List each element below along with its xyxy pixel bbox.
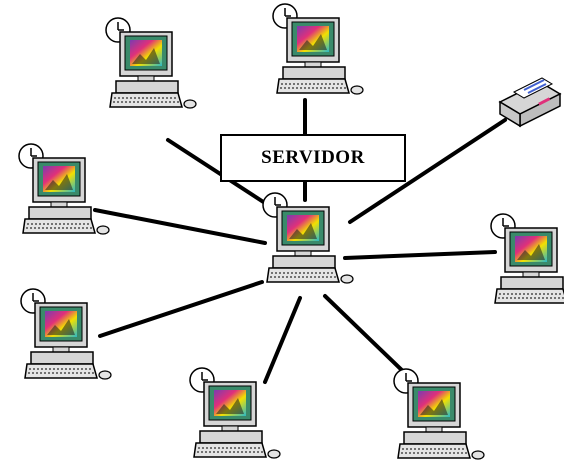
- computer-bottom-left: [20, 288, 112, 380]
- link-left: [93, 208, 267, 245]
- link-printer: [348, 118, 507, 224]
- server-label: SERVIDOR: [220, 134, 406, 182]
- computer-right: [490, 213, 564, 305]
- link-bottom-right: [323, 294, 412, 380]
- link-right: [343, 250, 497, 260]
- computer-bottom-right: [393, 368, 485, 460]
- printer-icon: [499, 77, 561, 127]
- link-bottom-mid: [263, 296, 302, 384]
- computer-top-left: [105, 17, 197, 109]
- connection-lines: [93, 98, 507, 384]
- computer-left: [18, 143, 110, 235]
- link-bottom-left: [98, 280, 264, 338]
- computer-top: [272, 3, 364, 95]
- link-top-left: [166, 138, 270, 207]
- computer-server: [262, 192, 354, 284]
